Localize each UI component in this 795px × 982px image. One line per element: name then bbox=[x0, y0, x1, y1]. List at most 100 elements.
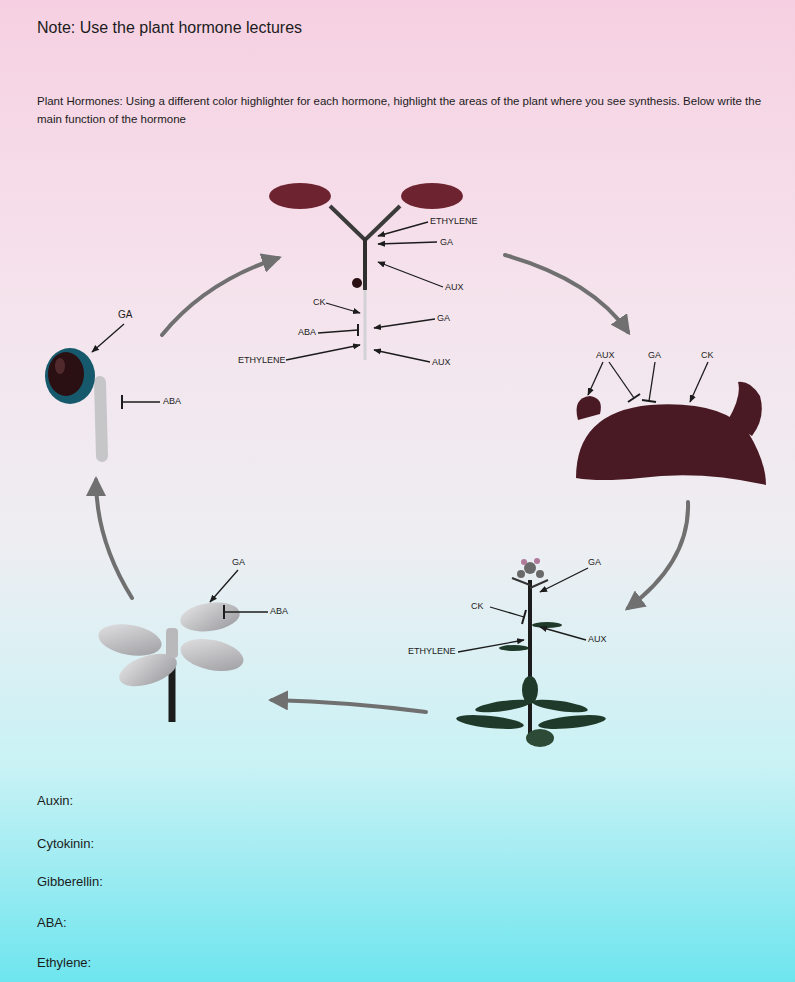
answer-prompt: Auxin: bbox=[37, 793, 73, 809]
rosette-leaf bbox=[538, 712, 607, 731]
flower bbox=[96, 599, 247, 722]
hormone-label: GA bbox=[232, 557, 245, 568]
promote-arrow bbox=[286, 345, 360, 360]
pedicel bbox=[530, 580, 548, 588]
inhibit-line bbox=[122, 401, 160, 402]
seed-coat bbox=[45, 348, 95, 404]
hormone-label: CK bbox=[313, 297, 326, 308]
promote-arrow bbox=[458, 640, 524, 652]
seedling bbox=[269, 183, 463, 360]
cycle-arrow bbox=[96, 480, 132, 598]
promote-arrow bbox=[326, 303, 360, 313]
rosette-leaf bbox=[728, 382, 762, 436]
inhibit-bar bbox=[642, 400, 656, 402]
petal bbox=[178, 599, 241, 635]
seedling-petioles bbox=[330, 206, 400, 240]
pedicel bbox=[512, 578, 530, 585]
promote-arrow bbox=[378, 222, 428, 236]
answer-prompt: Ethylene: bbox=[37, 955, 91, 971]
cotyledon bbox=[269, 183, 331, 209]
flower-bud bbox=[521, 559, 527, 565]
rosette-leaf bbox=[577, 396, 601, 420]
hormone-label: GA bbox=[118, 309, 132, 321]
promote-arrow bbox=[374, 319, 435, 328]
hormone-label: AUX bbox=[596, 350, 615, 361]
young-rosette bbox=[576, 382, 766, 485]
inhibit-line bbox=[649, 362, 655, 401]
hypocotyl bbox=[363, 238, 367, 290]
seed-remnant bbox=[352, 278, 362, 288]
hormone-leaders bbox=[92, 222, 708, 652]
hormone-label: CK bbox=[701, 350, 714, 361]
promote-arrow bbox=[588, 362, 603, 395]
hormone-label: AUX bbox=[588, 634, 607, 645]
radicle bbox=[100, 382, 102, 456]
flowering-plant bbox=[456, 558, 607, 747]
inhibit-bar bbox=[223, 605, 225, 619]
hormone-label: GA bbox=[588, 557, 601, 568]
hormone-label: CK bbox=[471, 601, 484, 612]
hormone-label: GA bbox=[437, 313, 450, 324]
hormone-label: AUX bbox=[445, 282, 464, 293]
hormone-label: GA bbox=[440, 237, 453, 248]
inhibit-line bbox=[490, 607, 524, 617]
promote-arrow bbox=[210, 570, 238, 602]
cycle-arrow bbox=[628, 502, 688, 608]
plant-leaves bbox=[456, 622, 607, 747]
hormone-label: AUX bbox=[432, 357, 451, 368]
inhibit-bar bbox=[628, 394, 640, 402]
hormone-label: ETHYLENE bbox=[238, 355, 286, 366]
cycle-arrow bbox=[505, 255, 628, 332]
inhibit-line bbox=[318, 330, 358, 333]
hormone-label: ABA bbox=[298, 327, 316, 338]
promote-arrow bbox=[540, 568, 588, 592]
promote-arrow bbox=[540, 627, 586, 640]
plant-stem bbox=[528, 580, 532, 736]
flower-bud bbox=[517, 570, 525, 578]
rosette-leaf bbox=[456, 712, 525, 731]
rosette-leaf bbox=[522, 676, 538, 704]
flower-bud bbox=[536, 570, 544, 578]
seed-embryo bbox=[48, 352, 84, 396]
promote-arrow bbox=[378, 262, 443, 287]
cycle-arrows bbox=[96, 255, 688, 712]
promote-arrow bbox=[378, 242, 437, 244]
answer-prompt: ABA: bbox=[37, 915, 67, 931]
cauline-leaf bbox=[499, 645, 529, 651]
hormone-label: ABA bbox=[163, 396, 181, 407]
petal bbox=[178, 634, 247, 677]
note-text: Note: Use the plant hormone lectures bbox=[37, 18, 302, 37]
inhibit-bar bbox=[121, 395, 123, 409]
hormone-label: GA bbox=[648, 350, 661, 361]
inhibit-line bbox=[609, 362, 634, 398]
inhibit-line bbox=[224, 611, 268, 612]
inhibit-bar bbox=[522, 610, 526, 624]
promote-arrow bbox=[374, 350, 430, 362]
cycle-arrow bbox=[272, 700, 426, 712]
plant-base bbox=[526, 729, 554, 747]
seedling-root bbox=[364, 290, 367, 360]
promote-arrow bbox=[690, 362, 708, 402]
cycle-arrow bbox=[162, 258, 278, 335]
rosette-leaf bbox=[532, 697, 589, 715]
flower-bud bbox=[534, 558, 540, 564]
cotyledon bbox=[401, 183, 463, 209]
petal bbox=[96, 620, 164, 661]
inflorescence bbox=[512, 558, 548, 588]
rosette-leaf bbox=[475, 697, 532, 715]
hormone-label: ABA bbox=[270, 606, 288, 617]
hormone-label: ETHYLENE bbox=[430, 216, 478, 227]
instruction-text: Plant Hormones: Using a different color … bbox=[37, 92, 777, 128]
promote-arrow bbox=[92, 324, 124, 352]
pistil bbox=[166, 628, 178, 658]
germinating-seed bbox=[45, 348, 102, 456]
answer-prompt: Gibberellin: bbox=[37, 874, 103, 890]
hormone-label: ETHYLENE bbox=[408, 646, 456, 657]
seed-highlight bbox=[55, 358, 65, 374]
inhibit-bar bbox=[357, 324, 359, 336]
cauline-leaf bbox=[532, 622, 562, 628]
answer-prompt: Cytokinin: bbox=[37, 836, 94, 852]
